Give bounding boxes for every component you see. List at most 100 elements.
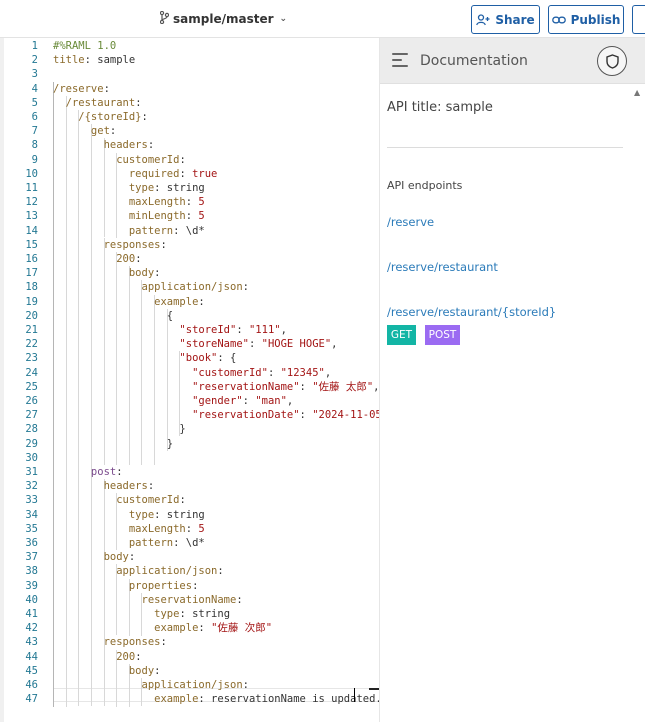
code-line[interactable]: 43 responses: [4, 635, 379, 649]
share-button[interactable]: Share [471, 5, 540, 34]
code-line[interactable]: 40 reservationName: [4, 593, 379, 607]
indent-guide [78, 110, 79, 706]
code-line[interactable]: 31 post: [4, 465, 379, 479]
code-line[interactable]: 5 /restaurant: [4, 96, 379, 110]
code-token: } [53, 438, 174, 450]
code-line[interactable]: 22 "storeName": "HOGE HOGE", [4, 337, 379, 351]
line-text: get: [53, 124, 116, 138]
endpoint-link-restaurant[interactable]: /reserve/restaurant [387, 260, 498, 274]
code-line[interactable]: 36 pattern: \d* [4, 536, 379, 550]
code-line[interactable]: 17 body: [4, 266, 379, 280]
code-line[interactable]: 15 responses: [4, 238, 379, 252]
line-number: 44 [25, 651, 38, 663]
code-token: get [53, 125, 110, 137]
line-number: 28 [25, 423, 38, 435]
code-line[interactable]: 47 example: reservationName is updated. [4, 692, 379, 706]
shield-icon[interactable] [597, 46, 627, 76]
code-token: maxLength [53, 196, 186, 208]
line-number: 19 [25, 296, 38, 308]
line-number: 3 [31, 68, 38, 80]
code-token: application/json [53, 565, 218, 577]
code-line[interactable]: 34 type: string [4, 508, 379, 522]
code-line[interactable]: 4/reserve: [4, 82, 379, 96]
code-line[interactable]: 33 customerId: [4, 493, 379, 507]
menu-icon[interactable] [392, 53, 408, 71]
code-line[interactable]: 19 example: [4, 295, 379, 309]
indent-guide [179, 351, 180, 436]
code-token: /reserve [53, 83, 104, 95]
code-token: { [53, 310, 174, 322]
code-line[interactable]: 24 "customerId": "12345", [4, 366, 379, 380]
code-token: : \d* [173, 537, 205, 549]
code-line[interactable]: 26 "gender": "man", [4, 394, 379, 408]
branch-icon [159, 10, 170, 27]
line-number: 38 [25, 565, 38, 577]
publish-button[interactable]: Publish [548, 5, 624, 34]
line-text: "book": { [53, 351, 236, 365]
line-number: 40 [25, 594, 38, 606]
code-line[interactable]: 13 minLength: 5 [4, 209, 379, 223]
code-line[interactable]: 7 get: [4, 124, 379, 138]
code-line[interactable]: 41 type: string [4, 607, 379, 621]
code-line[interactable]: 29 } [4, 437, 379, 451]
code-token: "佐藤 太郎" [312, 381, 374, 393]
code-token: pattern [53, 225, 174, 237]
line-text: title: sample [53, 53, 135, 67]
code-line[interactable]: 44 200: [4, 650, 379, 664]
code-line[interactable]: 32 headers: [4, 479, 379, 493]
code-line[interactable]: 42 example: "佐藤 次郎" [4, 621, 379, 635]
code-line[interactable]: 3 [4, 67, 379, 81]
code-line[interactable]: 38 application/json: [4, 564, 379, 578]
code-line[interactable]: 18 application/json: [4, 280, 379, 294]
code-line[interactable]: 6 /{storeId}: [4, 110, 379, 124]
line-number: 36 [25, 537, 38, 549]
indent-guide [91, 465, 92, 706]
line-number: 37 [25, 551, 38, 563]
code-line[interactable]: 46 application/json: [4, 678, 379, 692]
code-line[interactable]: 37 body: [4, 550, 379, 564]
code-line[interactable]: 14 pattern: \d* [4, 224, 379, 238]
code-line[interactable]: 11 type: string [4, 181, 379, 195]
code-line[interactable]: 20 { [4, 309, 379, 323]
line-text: } [53, 437, 173, 451]
code-line[interactable]: 35 maxLength: 5 [4, 522, 379, 536]
line-number: 41 [25, 608, 38, 620]
code-line[interactable]: 12 maxLength: 5 [4, 195, 379, 209]
code-token: : [242, 679, 249, 691]
code-line[interactable]: 1#%RAML 1.0 [4, 39, 379, 53]
code-token: /restaurant [53, 97, 136, 109]
line-number: 17 [25, 267, 38, 279]
scroll-up-icon[interactable]: ▲ [634, 88, 641, 97]
endpoint-link-reserve[interactable]: /reserve [387, 215, 435, 229]
code-line[interactable]: 8 headers: [4, 138, 379, 152]
indent-guide [129, 266, 130, 465]
endpoint-link-storeid[interactable]: /reserve/restaurant/{storeId} [387, 305, 557, 319]
code-token: "book" [53, 352, 218, 364]
branch-selector[interactable]: sample/master ⌄ [159, 10, 287, 28]
code-line[interactable]: 9 customerId: [4, 153, 379, 167]
share-label: Share [495, 12, 535, 27]
code-line[interactable]: 28 } [4, 422, 379, 436]
code-line[interactable]: 39 properties: [4, 579, 379, 593]
code-line[interactable]: 16 200: [4, 252, 379, 266]
get-method-badge[interactable]: GET [387, 325, 416, 345]
code-line[interactable]: 30 [4, 451, 379, 465]
api-endpoints-heading: API endpoints [387, 179, 463, 192]
code-line[interactable]: 21 "storeId": "111", [4, 323, 379, 337]
line-number: 1 [31, 40, 38, 52]
more-button[interactable] [632, 5, 645, 34]
post-method-badge[interactable]: POST [425, 325, 460, 345]
code-line[interactable]: 25 "reservationName": "佐藤 太郎", [4, 380, 379, 394]
code-line[interactable]: 45 body: [4, 664, 379, 678]
code-token: responses [53, 636, 161, 648]
line-text: /restaurant: [53, 96, 142, 110]
code-line[interactable]: 23 "book": { [4, 351, 379, 365]
line-number: 39 [25, 580, 38, 592]
code-line[interactable]: 10 required: true [4, 167, 379, 181]
line-number: 25 [25, 381, 38, 393]
indent-guide [129, 579, 130, 636]
code-token: : string [179, 608, 231, 620]
code-line[interactable]: 27 "reservationDate": "2024-11-05", [4, 408, 379, 422]
